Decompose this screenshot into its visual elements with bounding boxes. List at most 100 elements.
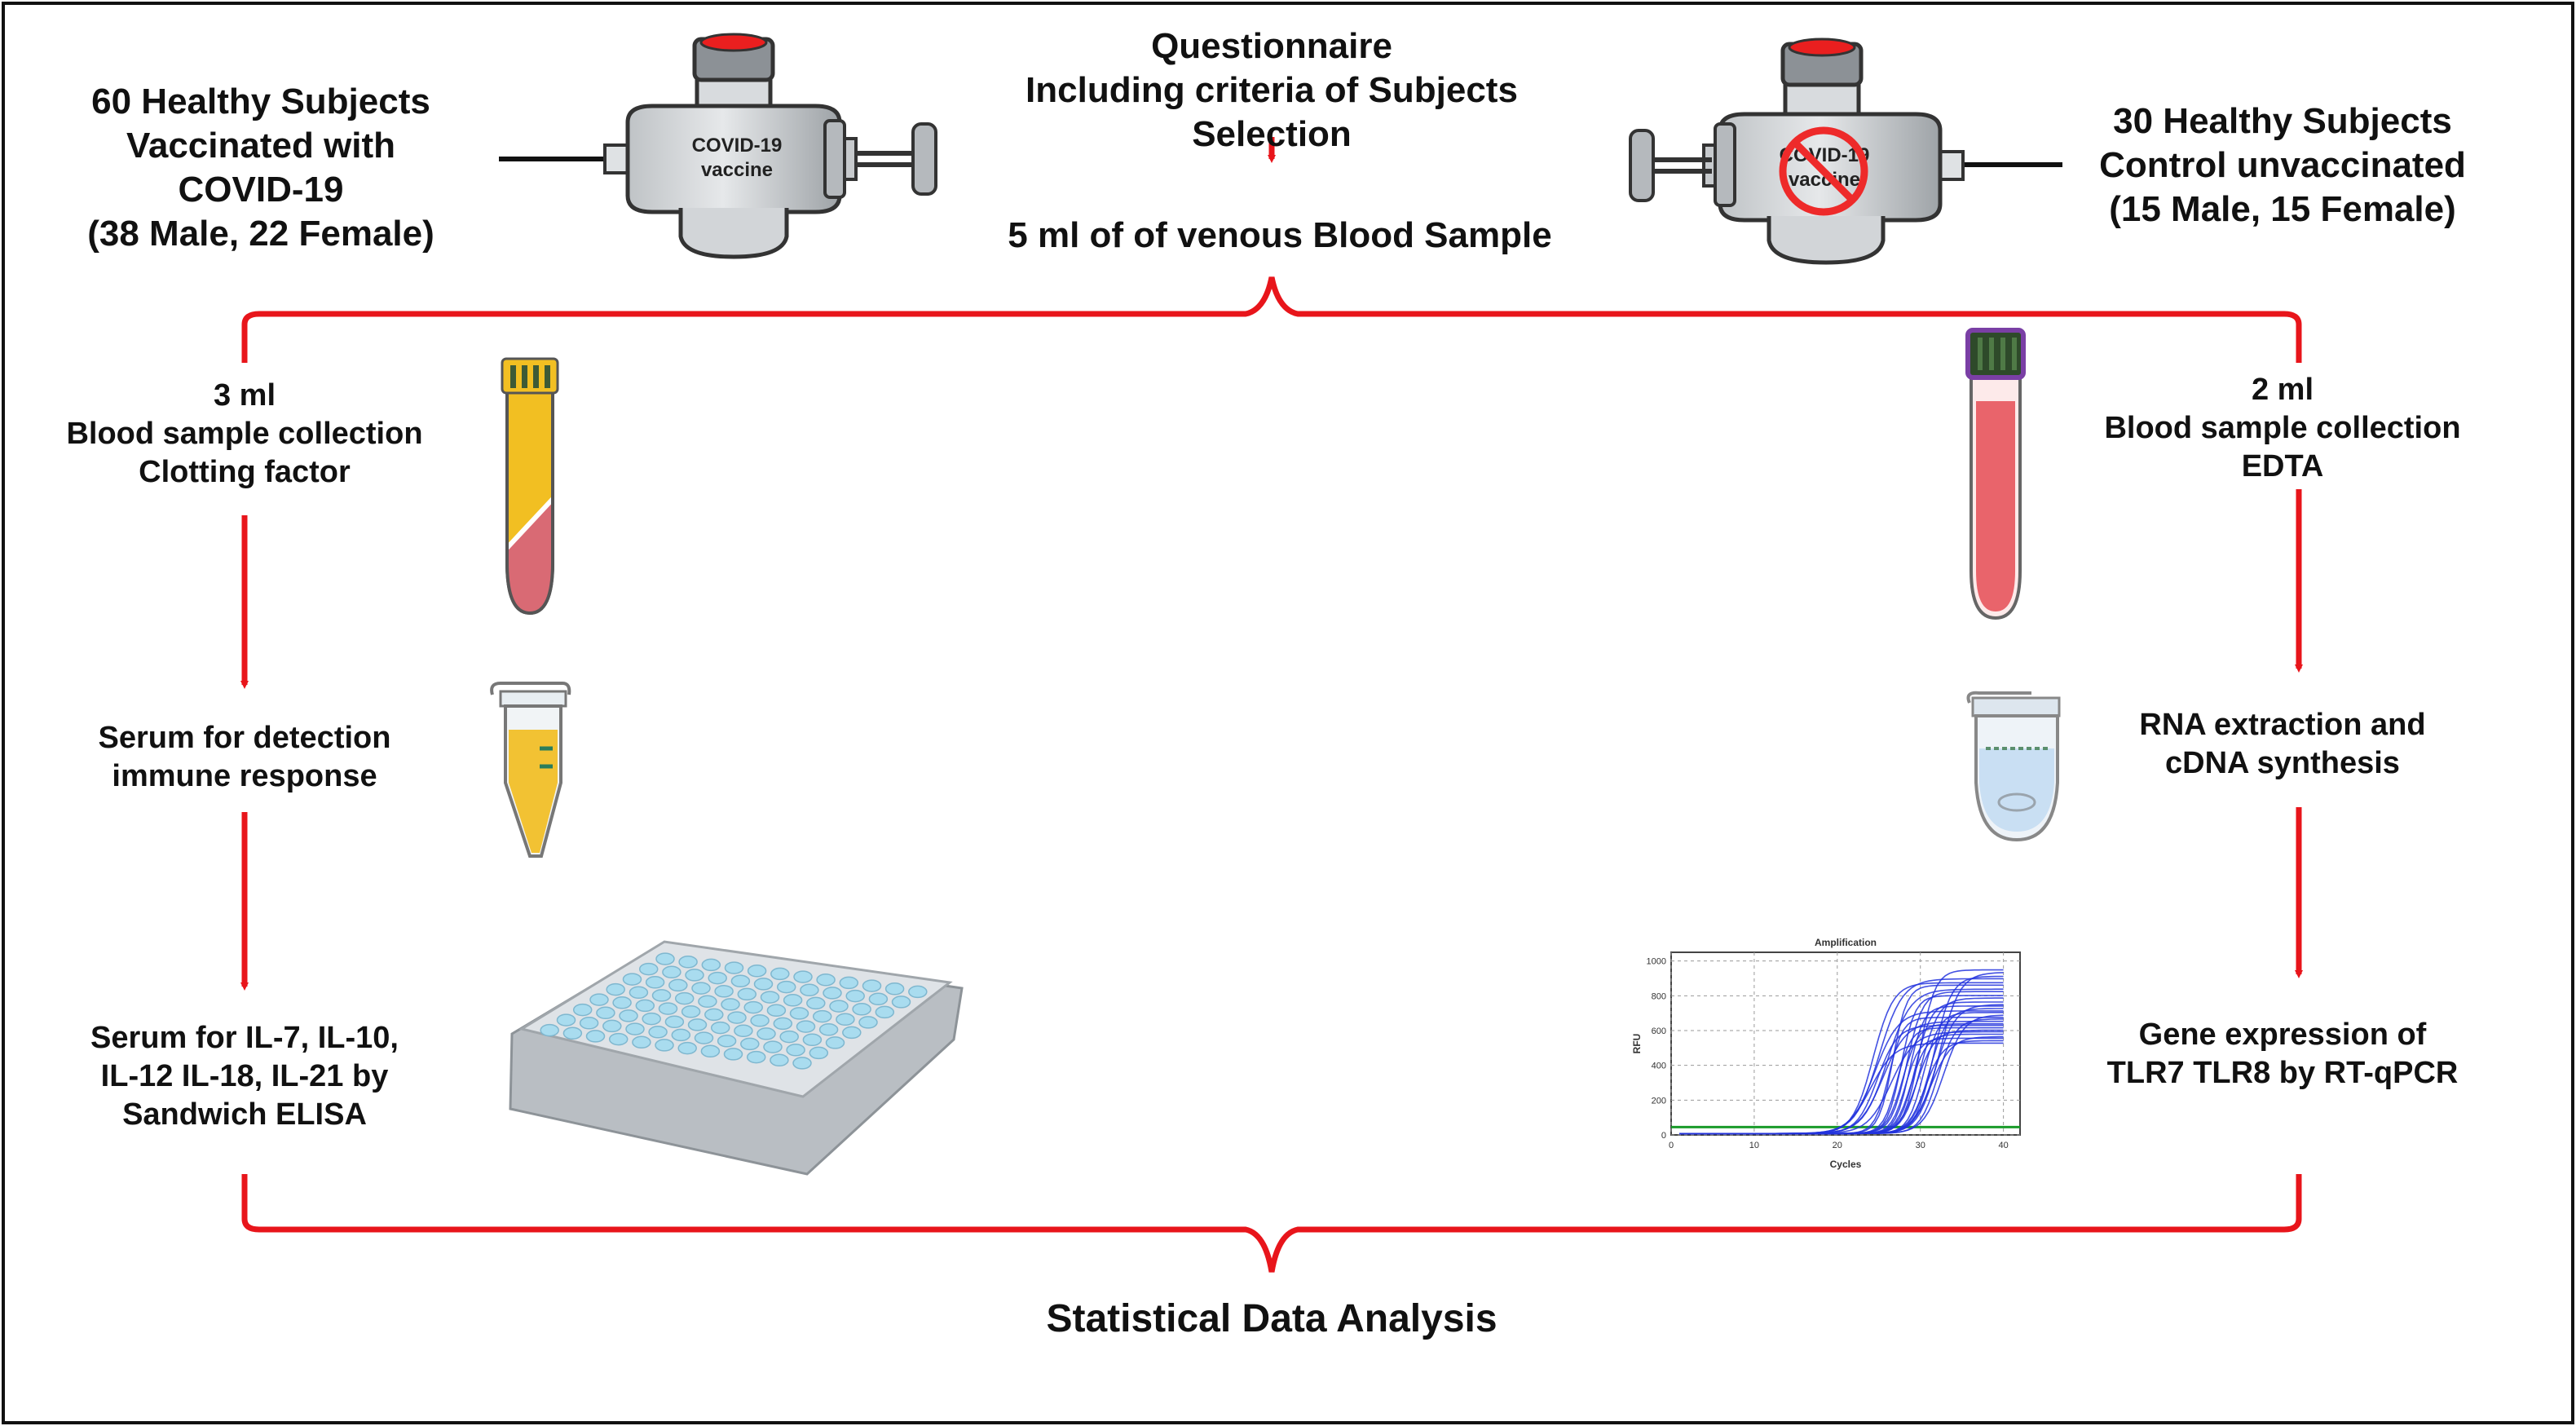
elisa-well (671, 1028, 691, 1042)
elisa-well (700, 1044, 721, 1058)
prohibited-icon (1779, 126, 1868, 216)
plot-title: Amplification (1815, 937, 1877, 948)
no-vaccine-syringe-icon: COVID-19 vaccine (1629, 38, 2062, 265)
left-step-collection: 3 ml Blood sample collection Clotting fa… (66, 378, 423, 489)
elisa-well (743, 1000, 763, 1014)
elisa-well (606, 982, 625, 996)
x-tick-label: 20 (1833, 1141, 1842, 1150)
elisa-well (648, 1026, 668, 1039)
elisa-well (766, 1004, 787, 1018)
elisa-well (562, 1026, 583, 1040)
elisa-well (685, 969, 704, 982)
control-group-label: 30 Healthy Subjects Control unvaccinated… (2099, 101, 2466, 229)
elisa-well (691, 982, 711, 995)
elisa-well (585, 1030, 606, 1043)
amplification-curve (1679, 1005, 2004, 1135)
elisa-well (632, 1035, 651, 1049)
vaccine-syringe-icon: COVID-19 vaccine (499, 33, 937, 259)
elisa-well (625, 1022, 645, 1035)
elisa-well (734, 1024, 753, 1038)
elisa-well (852, 1003, 871, 1016)
y-axis-label: RFU (1631, 1034, 1643, 1054)
elisa-well (701, 958, 721, 972)
x-tick-label: 0 (1669, 1141, 1674, 1150)
elisa-well (783, 994, 803, 1007)
elisa-well (845, 989, 865, 1003)
elisa-well (622, 973, 642, 986)
elisa-well (776, 980, 796, 994)
serum-microtube-icon (490, 682, 571, 858)
elisa-well (829, 1000, 849, 1013)
elisa-well (858, 1016, 878, 1029)
vaccine-label-left: COVID-19 (692, 135, 783, 157)
elisa-well (540, 1023, 559, 1037)
statistical-analysis-label: Statistical Data Analysis (1046, 1297, 1498, 1340)
elisa-well (825, 1036, 845, 1049)
elisa-well (572, 1003, 593, 1017)
elisa-well (727, 1011, 747, 1024)
elisa-well (760, 991, 780, 1004)
edta-tube-icon (1965, 328, 2026, 620)
elisa-well (662, 965, 681, 979)
x-tick-label: 30 (1916, 1141, 1925, 1150)
elisa-well (806, 996, 826, 1010)
elisa-well (717, 1035, 737, 1048)
questionnaire-label: Questionnaire Including criteria of Subj… (1026, 26, 1518, 154)
elisa-well (875, 1005, 895, 1019)
elisa-well (714, 985, 734, 998)
y-tick-label: 1000 (1647, 957, 1666, 967)
elisa-well (694, 1031, 714, 1044)
elisa-well (619, 1009, 638, 1022)
elisa-well (721, 998, 740, 1011)
top-bracket (241, 276, 2302, 363)
elisa-well (786, 1044, 805, 1057)
x-tick-label: 10 (1749, 1141, 1759, 1150)
elisa-well (779, 1030, 799, 1044)
elisa-well (802, 1033, 823, 1047)
elisa-well (655, 952, 675, 965)
left-step-elisa: Serum for IL-7, IL-10, IL-12 IL-18, IL-2… (90, 1021, 399, 1132)
elisa-well (698, 995, 717, 1009)
elisa-wells (540, 952, 928, 1070)
elisa-well (740, 1037, 760, 1051)
elisa-well (629, 986, 649, 1000)
elisa-well (724, 961, 744, 974)
elisa-well (770, 1053, 789, 1067)
elisa-well (796, 1020, 816, 1033)
elisa-well (723, 1048, 743, 1061)
elisa-well (823, 987, 842, 1000)
y-tick-label: 400 (1652, 1062, 1666, 1071)
elisa-well (747, 965, 767, 978)
elisa-well (642, 1012, 661, 1026)
elisa-well (862, 979, 882, 992)
elisa-well (818, 1023, 839, 1036)
elisa-well (737, 987, 757, 1001)
elisa-plate-icon (509, 940, 964, 1176)
elisa-well (638, 962, 659, 976)
elisa-well (579, 1017, 599, 1030)
elisa-well (750, 1014, 770, 1027)
elisa-well (839, 976, 859, 990)
elisa-well (645, 976, 665, 989)
elisa-well (704, 1008, 724, 1022)
vaccine-label-left-2: vaccine (701, 159, 773, 181)
right-step-rna: RNA extraction and cDNA synthesis (2139, 708, 2426, 780)
vaccinated-group-label: 60 Healthy Subjects Vaccinated with COVI… (87, 82, 434, 254)
elisa-well (596, 1006, 615, 1020)
y-tick-label: 800 (1652, 991, 1666, 1001)
elisa-well (789, 1007, 809, 1020)
elisa-well (812, 1009, 832, 1023)
y-tick-label: 600 (1652, 1026, 1666, 1036)
elisa-well (674, 991, 695, 1005)
elisa-well (816, 973, 836, 987)
elisa-well (884, 982, 905, 996)
elisa-well (681, 1005, 701, 1018)
elisa-well (678, 956, 698, 969)
elisa-well (800, 983, 819, 997)
elisa-well (763, 1040, 783, 1053)
elisa-well (708, 971, 727, 985)
elisa-well (589, 993, 609, 1006)
rna-microtube-icon (1966, 691, 2061, 842)
